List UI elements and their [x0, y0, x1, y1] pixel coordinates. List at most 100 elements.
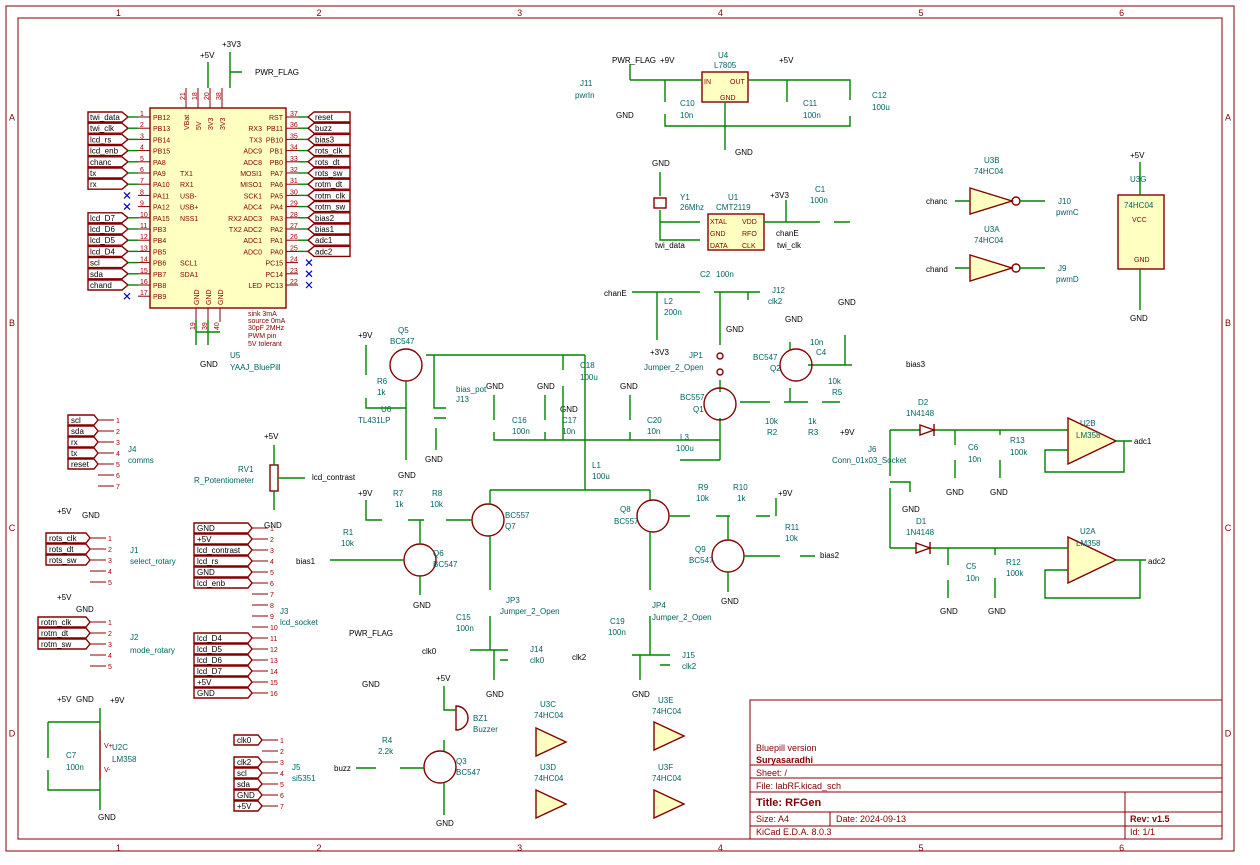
j6-connector[interactable]: J6 Conn_01x03_Socket GND: [832, 430, 920, 548]
u3b-value: 74HC04: [974, 167, 1004, 176]
bias-regulator[interactable]: Q5 BC547 R6 1k U6 TL431LP bias_pot J13 +…: [358, 326, 720, 491]
u2b-detector[interactable]: U2B LM358 adc1 D2 1N4148 C6 10n R13 100k…: [890, 398, 1152, 497]
u5-left-net-tag: [87, 279, 130, 291]
u5-legend-0: sink 3mA: [248, 311, 277, 318]
j5-net: clk2: [237, 758, 252, 767]
u5-left-pin-name: PA12: [153, 205, 170, 212]
j15-value: clk2: [682, 662, 697, 671]
j2-pin-num: 1: [108, 620, 112, 627]
u3c-inverter[interactable]: U3C 74HC04: [534, 700, 568, 758]
clk0-buffer[interactable]: BC557 Q7 Q6 BC547 R7 1k R8 10k R1 10k bi…: [296, 489, 560, 699]
frame-row-D-0: D: [9, 728, 16, 738]
u2c-opamp-power[interactable]: U2C LM358 V+ V- C7 100n +9V GND: [47, 696, 137, 822]
u5-right-pin-name: PC13: [265, 283, 283, 290]
clk2-buffer[interactable]: Q8 BC557 Q9 BC547 R9 10k R10 1k R11 10k …: [572, 483, 840, 699]
u5-left-net: twi_clk: [90, 124, 115, 133]
u5-left-alt: USB+: [180, 205, 198, 212]
u5-legend: sink 3mA source 0mA 30pF 2MHz PWM pin 5V…: [248, 311, 286, 348]
u5-right-net: rots_clk: [315, 147, 344, 156]
r11-ref: R11: [785, 523, 800, 532]
buzzer-driver[interactable]: BZ1 Buzzer R4 2.2k Q3 BC547 buzz +5V GND…: [334, 629, 498, 828]
u5-left-net-tag: [87, 167, 130, 179]
u3a-inverter[interactable]: U3A 74HC04 chand J9 pwmD: [926, 225, 1079, 284]
u3f-inverter[interactable]: U3F 74HC04: [652, 763, 686, 820]
u5-right-alt: ADC4: [243, 205, 262, 212]
u5-right-pin-num: 28: [290, 212, 298, 219]
j2-gnd: GND: [76, 695, 94, 704]
u5-top-pin-name: 3V3: [220, 117, 227, 130]
rf-output-section[interactable]: C2 100n L2 200n J12 clk2 JP1 Jumper_2_Op…: [632, 270, 856, 460]
r5-ref: R5: [832, 388, 843, 397]
r7-value: 1k: [395, 500, 404, 509]
u5-left-pin-name: PB9: [153, 294, 166, 301]
c2-ref: C2: [700, 270, 711, 279]
u3g-value: 74HC04: [1124, 201, 1154, 210]
j5-pin-num: 3: [280, 760, 284, 767]
u1-3v3: +3V3: [770, 191, 789, 200]
u4-out: OUT: [730, 79, 746, 86]
j5-pin-num: 6: [280, 793, 284, 800]
j13-ref: J13: [456, 395, 469, 404]
c6-value: 10n: [968, 455, 981, 464]
j1-pin-num: 3: [108, 558, 112, 565]
u5-right-pin-num: 24: [290, 257, 298, 264]
j4-net: sda: [71, 427, 84, 436]
j9-value: pwmD: [1056, 275, 1079, 284]
bz1-5v: +5V: [436, 674, 451, 683]
j3-net: lcd_contrast: [197, 546, 241, 555]
c6-ref: C6: [968, 443, 979, 452]
u1-cmt2119[interactable]: XTAL GND DATA VDD RFO CLK U1 CMT2119 Y1 …: [652, 159, 850, 251]
rv1-value: R_Potentiometer: [194, 476, 254, 485]
u5-left-net-tag: [87, 245, 130, 258]
c16-ref: C16: [512, 416, 527, 425]
u5-left-pin-num: 10: [140, 212, 148, 219]
u1-ref: U1: [728, 193, 739, 202]
title-block: Bluepill version Suryasaradhi Sheet: / F…: [749, 699, 1223, 840]
j5-net-tag: [233, 778, 263, 790]
j3-net-tag: [193, 643, 253, 655]
r12-value: 100k: [1006, 569, 1024, 578]
j4-pin-num: 1: [116, 418, 120, 425]
u5-right-net-tag: [306, 189, 351, 202]
u2a-detector[interactable]: U2A LM358 adc2 D1 1N4148 C5 10n R12 100k…: [890, 517, 1166, 616]
rv1-contrast-pot[interactable]: RV1 R_Potentiometer lcd_contrast +5V GND: [194, 432, 356, 530]
u5-right-pin-num: 35: [290, 133, 298, 140]
u6-gnd: GND: [398, 471, 416, 480]
u5-left-pin-name: PA11: [153, 193, 169, 200]
r13-ref: R13: [1010, 436, 1025, 445]
j4-pin-num: 5: [116, 462, 120, 469]
j4-pin-num: 7: [116, 484, 120, 491]
u4-9v: +9V: [660, 56, 675, 65]
u5-right-pin-num: 32: [290, 167, 298, 174]
j3-net-tag: [193, 676, 253, 688]
u3d-inverter[interactable]: U3D 74HC04: [534, 763, 568, 820]
u5-value: YAAJ_BluePill: [230, 363, 281, 372]
u5-left-pin-num: 17: [140, 290, 148, 297]
u3b-inverter[interactable]: U3B 74HC04 chanc J10 pwmC: [926, 156, 1079, 217]
u4-regulator[interactable]: IN OUT GND U4 L7805 PWR_FLAG +9V +5V GND…: [575, 51, 890, 157]
j11-value: pwrIn: [575, 91, 595, 100]
tb-size: Size: A4: [756, 814, 789, 824]
u5-right-pin-name: PB1: [270, 149, 283, 156]
u5-left-net: rx: [90, 180, 97, 189]
j3-lcd-socket[interactable]: 1GND2+5V3lcd_contrast4lcd_rs5GND6lcd_enb…: [193, 522, 319, 699]
u5-right-alt: SCK1: [244, 193, 262, 200]
u3a-ref: U3A: [984, 225, 1000, 234]
u3e-inverter[interactable]: U3E 74HC04: [652, 696, 686, 752]
u5-right-pin-num: 30: [290, 189, 298, 196]
u5-bluepill[interactable]: PB121twi_dataPB132twi_clkPB143lcd_rsPB15…: [87, 40, 351, 372]
u3g-power-unit[interactable]: U3G 74HC04 VCC GND +5V GND: [1117, 151, 1165, 323]
u5-right-net-tag: [306, 234, 351, 246]
u5-left-pin-num: 6: [140, 167, 144, 174]
j5-pin-num: 1: [280, 738, 284, 745]
u5-right-pin-name: PA6: [270, 182, 283, 189]
u5-left-pin-num: 2: [140, 122, 144, 129]
u5-left-pin-name: PA8: [153, 160, 166, 167]
clk2-in-net: clk2: [572, 653, 587, 662]
j5-net: clk0: [237, 736, 252, 745]
u5-left-nc-mark: [123, 203, 131, 211]
